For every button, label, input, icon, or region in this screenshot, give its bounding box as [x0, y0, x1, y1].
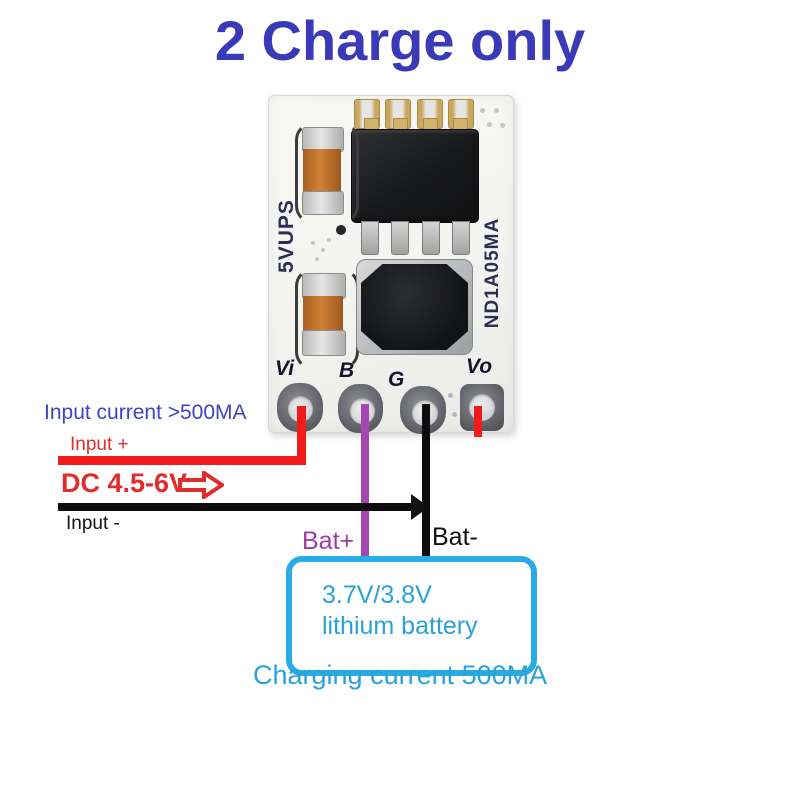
wire-input-negative-horizontal — [58, 503, 412, 511]
dc-voltage-range: DC 4.5-6V — [61, 468, 188, 498]
silkscreen-model-left: 5VUPS — [275, 199, 298, 273]
silkscreen-model-right: ND1A05MA — [482, 217, 503, 329]
via-dot-icon — [480, 108, 485, 113]
via-dot-icon — [487, 122, 492, 127]
page-title: 2 Charge only — [214, 9, 586, 72]
via-dot-icon — [315, 257, 319, 261]
ic-lead-icon — [422, 221, 440, 255]
via-dot-icon — [321, 248, 325, 252]
pad-b — [338, 384, 383, 433]
silkscreen-bracket-icon — [295, 122, 359, 224]
via-dot-icon — [452, 412, 457, 417]
dc-input-arrow-icon — [178, 471, 224, 499]
battery-negative-label: Bat- — [432, 523, 478, 551]
capacitor-terminal-icon — [302, 127, 344, 152]
wire-battery-negative — [422, 404, 430, 560]
input-negative-label: Input - — [66, 513, 120, 534]
wire-vo-stub — [474, 406, 482, 437]
via-dot-icon — [448, 393, 453, 398]
wire-junction-arrowhead-icon — [411, 494, 429, 520]
input-current-note: Input current >500MA — [44, 401, 247, 424]
capacitor-body-icon — [303, 296, 343, 331]
wire-battery-positive — [361, 404, 369, 560]
via-dot-icon — [500, 123, 505, 128]
pad-vo — [460, 384, 504, 431]
capacitor-terminal-icon — [302, 191, 344, 215]
capacitor-terminal-icon — [302, 330, 346, 356]
charging-current-note: Charging current 500MA — [253, 660, 548, 690]
via-dot-icon — [327, 238, 331, 242]
capacitor-body-icon — [303, 149, 341, 192]
silkscreen-dot-icon — [336, 225, 346, 235]
ic-chip — [351, 129, 479, 223]
via-dot-icon — [494, 108, 499, 113]
battery-type: lithium battery — [322, 611, 478, 640]
pin-label-b: B — [339, 359, 355, 382]
wire-input-positive-horizontal — [58, 456, 306, 465]
battery-voltage: 3.7V/3.8V — [322, 581, 432, 609]
ic-lead-icon — [361, 221, 379, 255]
input-positive-label: Input + — [70, 434, 129, 455]
pcb-module: 5VUPS ND1A05MA Vi B G Vo — [268, 95, 514, 434]
via-dot-icon — [311, 241, 315, 245]
inductor — [356, 259, 473, 355]
inductor-core-icon — [361, 264, 468, 350]
battery-positive-label: Bat+ — [302, 527, 355, 555]
battery-box: 3.7V/3.8V lithium battery — [286, 556, 537, 676]
pin-label-vi: Vi — [275, 357, 295, 380]
pin-label-g: G — [388, 368, 405, 391]
pad-hole-icon — [469, 394, 495, 421]
ic-lead-icon — [452, 221, 470, 255]
pin-label-vo: Vo — [466, 355, 493, 378]
ic-lead-icon — [391, 221, 409, 255]
wire-input-positive-vertical — [297, 406, 306, 465]
